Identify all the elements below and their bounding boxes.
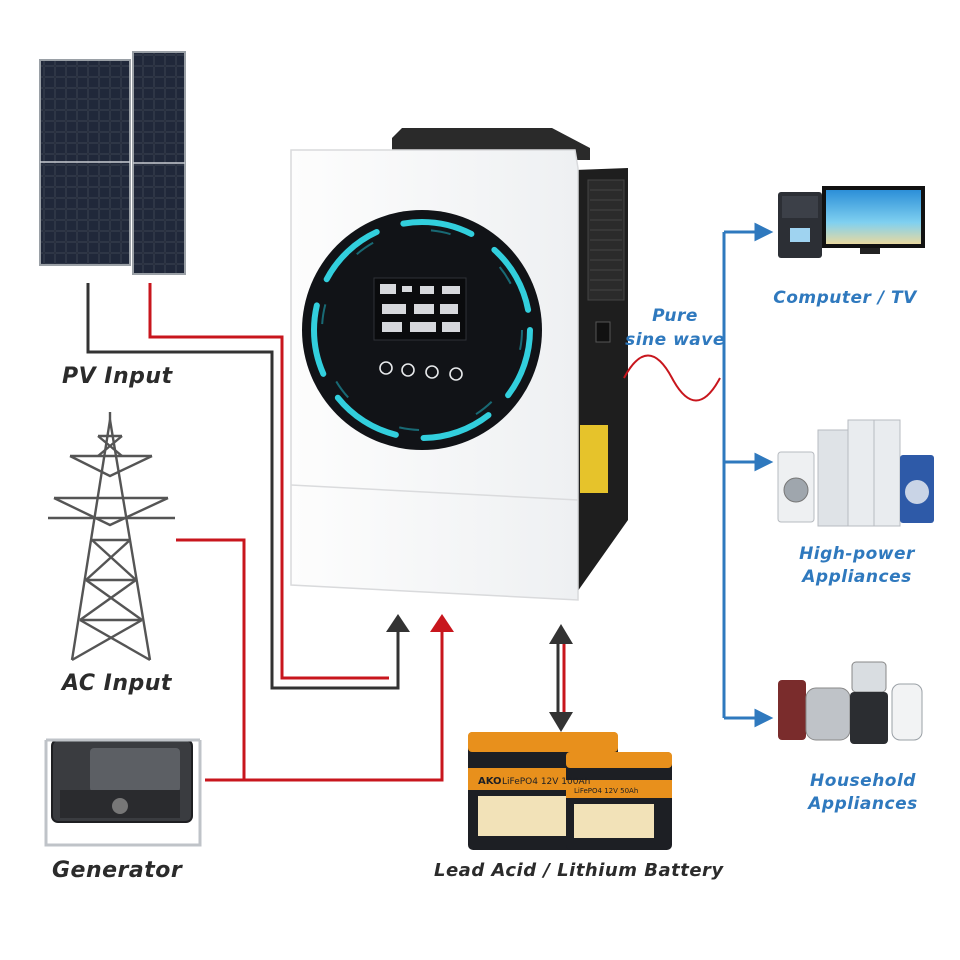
- generator: [44, 738, 202, 847]
- high-power-label-line2: Appliances: [802, 567, 912, 587]
- pure-sine-label-line1: Pure: [652, 306, 698, 326]
- battery-bidirectional-arrow: [549, 624, 573, 732]
- batteries: AKO LiFePO4 12V 100Ah LiFePO4 12V 50Ah: [468, 732, 672, 850]
- pv-wires: [86, 283, 400, 690]
- pv-arrow-head: [386, 614, 410, 632]
- solar-panels: [39, 51, 186, 275]
- household-label-line2: Appliances: [808, 794, 918, 814]
- household-label-line1: Household: [810, 771, 916, 791]
- pv-input-label: PV Input: [62, 364, 173, 389]
- battery-text-big: LiFePO4 12V 100Ah: [502, 777, 590, 787]
- generator-label: Generator: [52, 858, 183, 883]
- pure-sine-label-line2: sine wave: [625, 330, 725, 350]
- battery-text-small: LiFePO4 12V 50Ah: [574, 787, 638, 795]
- ac-arrow-head: [430, 614, 454, 632]
- battery-label: Lead Acid / Lithium Battery: [434, 860, 724, 881]
- control-buttons[interactable]: [379, 361, 463, 381]
- power-tower: [48, 412, 175, 662]
- sine-wave-line: [623, 354, 721, 402]
- output-distribution: [722, 222, 774, 728]
- battery-brand: AKO: [478, 776, 502, 787]
- high-power-appliances: [777, 419, 934, 527]
- high-power-label-line1: High-power: [799, 544, 915, 564]
- ac-input-label: AC Input: [62, 671, 172, 696]
- household-appliances: [778, 661, 923, 744]
- hybrid-inverter: [290, 128, 628, 601]
- computer-tv: [778, 186, 925, 258]
- computer-tv-label: Computer / TV: [773, 288, 917, 308]
